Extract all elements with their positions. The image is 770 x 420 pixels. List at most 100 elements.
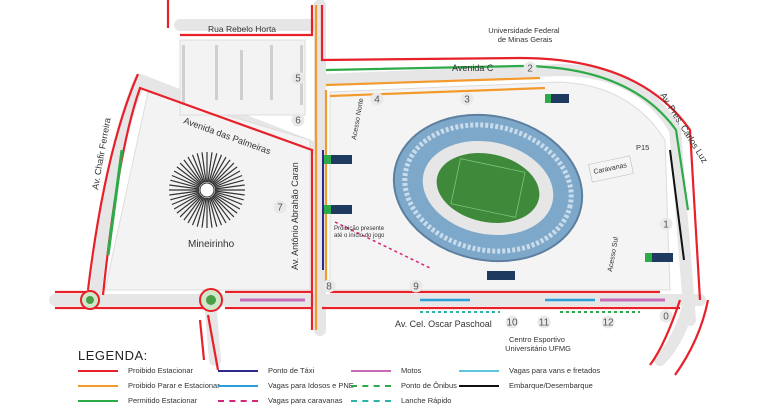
arena-ray [171,174,200,188]
legend-item: Motos [351,366,421,375]
gate-label: 11 [539,317,550,328]
arena-ray [170,179,200,189]
arena-ray [183,195,203,221]
legend-item: Permitido Estacionar [78,396,197,405]
gate-9: 9 [409,279,423,293]
gate-label: 10 [506,317,518,328]
arena-ray [214,190,245,196]
arena-ray [201,152,207,183]
legend-swatch [78,400,118,403]
arena-ray [207,197,213,228]
gate-circle [370,92,384,106]
street-rebelo-horta: Rua Rebelo Horta [208,24,276,34]
gate-circle [601,315,615,329]
parking-signs [324,94,673,280]
legend-item: Ponto de Táxi [218,366,314,375]
legend-label: Vagas para caravanas [268,396,343,405]
place-ufmg: Universidade Federal de Minas Gerais [488,26,561,44]
roundabout-center-island [206,295,216,305]
gate-circle [523,61,537,75]
legend-item: Lanche Rápido [351,396,451,405]
gate-2: 2 [523,61,537,75]
legend-swatch [78,370,118,373]
arena-ray [179,162,202,185]
arena-ray [211,195,231,221]
note-proibicao: Proibição presente até o início do jogo [334,226,386,239]
arena-ray [213,193,241,210]
gate-label: 3 [464,94,470,105]
legend-swatch [459,385,499,388]
gate-3: 3 [460,92,474,106]
arena-ray [196,197,206,227]
mineirao-stadium [392,113,584,263]
place-ufmg-line2: de Minas Gerais [498,35,553,44]
gate-label: 12 [602,317,614,328]
legend-label: Motos [401,366,422,375]
gate-label: 5 [295,73,301,84]
street-abrahao: Av. Antônio Abrahão Caran [290,162,300,270]
arena-ray [170,191,200,201]
arena-ray [201,197,207,228]
legend-item: Embarque/Desembarque [459,381,593,390]
legend-label: Proibido Estacionar [128,366,194,375]
arena-ray [171,192,200,206]
caravanas-area [588,155,634,183]
legend-swatch [351,385,391,388]
legend-swatch [459,370,499,373]
street-carlos-luz: Av. Pres. Carlos Luz [658,91,710,166]
arena-ray [213,170,241,187]
arena-ray [212,194,238,214]
arena-ray [214,191,244,201]
arena-ray [191,154,205,183]
gate-circle [322,279,336,293]
arena-ray [214,192,243,206]
legend-label: Proibido Parar e Estacionar [128,381,220,390]
gate-circle [537,315,551,329]
legend-label: Vagas para vans e fretados [509,366,601,375]
gate-label: 8 [326,281,332,292]
legend-swatch [218,370,258,373]
arena-ray [196,153,206,183]
legend-swatch [351,370,391,373]
arena-ray [173,170,201,187]
arena-ray [212,195,235,218]
legend-swatch [78,385,118,388]
arena-ray [214,179,244,189]
gate-12: 12 [601,315,615,329]
arena-ray [169,184,200,190]
legend-swatch [351,400,391,403]
note-proibicao-line1: Proibição presente [334,226,385,232]
arena-ray [210,196,227,224]
arena-ray [214,184,245,190]
arena-ray [187,156,204,184]
legend-label: Vagas para Idosos e PNE [268,381,354,390]
gate-label: 0 [663,311,669,322]
arena-ray [169,190,200,196]
gate-circle [273,200,287,214]
street-oscar-paschoal: Av. Cel. Oscar Paschoal [395,319,492,329]
legend-title: LEGENDA: [78,348,148,363]
mineirinho-arena [169,152,245,228]
legend-item: Proibido Estacionar [78,366,193,375]
gate-label: 4 [374,94,380,105]
legend-swatch [218,400,258,403]
arena-ray [209,154,223,183]
roundabout-west-island [86,296,94,304]
legend-label: Embarque/Desembarque [509,381,593,390]
gate-circle [659,217,673,231]
gate-7: 7 [273,200,287,214]
gate-label: 9 [413,281,419,292]
place-centro-esportivo-line2: Universitário UFMG [505,344,571,353]
gate-6: 6 [291,113,305,127]
embarque-line [669,149,685,261]
place-ufmg-line1: Universidade Federal [488,26,560,35]
legend-label: Permitido Estacionar [128,396,198,405]
gate-1: 1 [659,217,673,231]
street-avenida-c: Avenida C [452,63,494,73]
gate-10: 10 [505,315,519,329]
gate-label: 2 [527,63,533,74]
legend-item: Vagas para vans e fretados [459,366,600,375]
place-centro-esportivo: Centro Esportivo Universitário UFMG [505,335,571,353]
